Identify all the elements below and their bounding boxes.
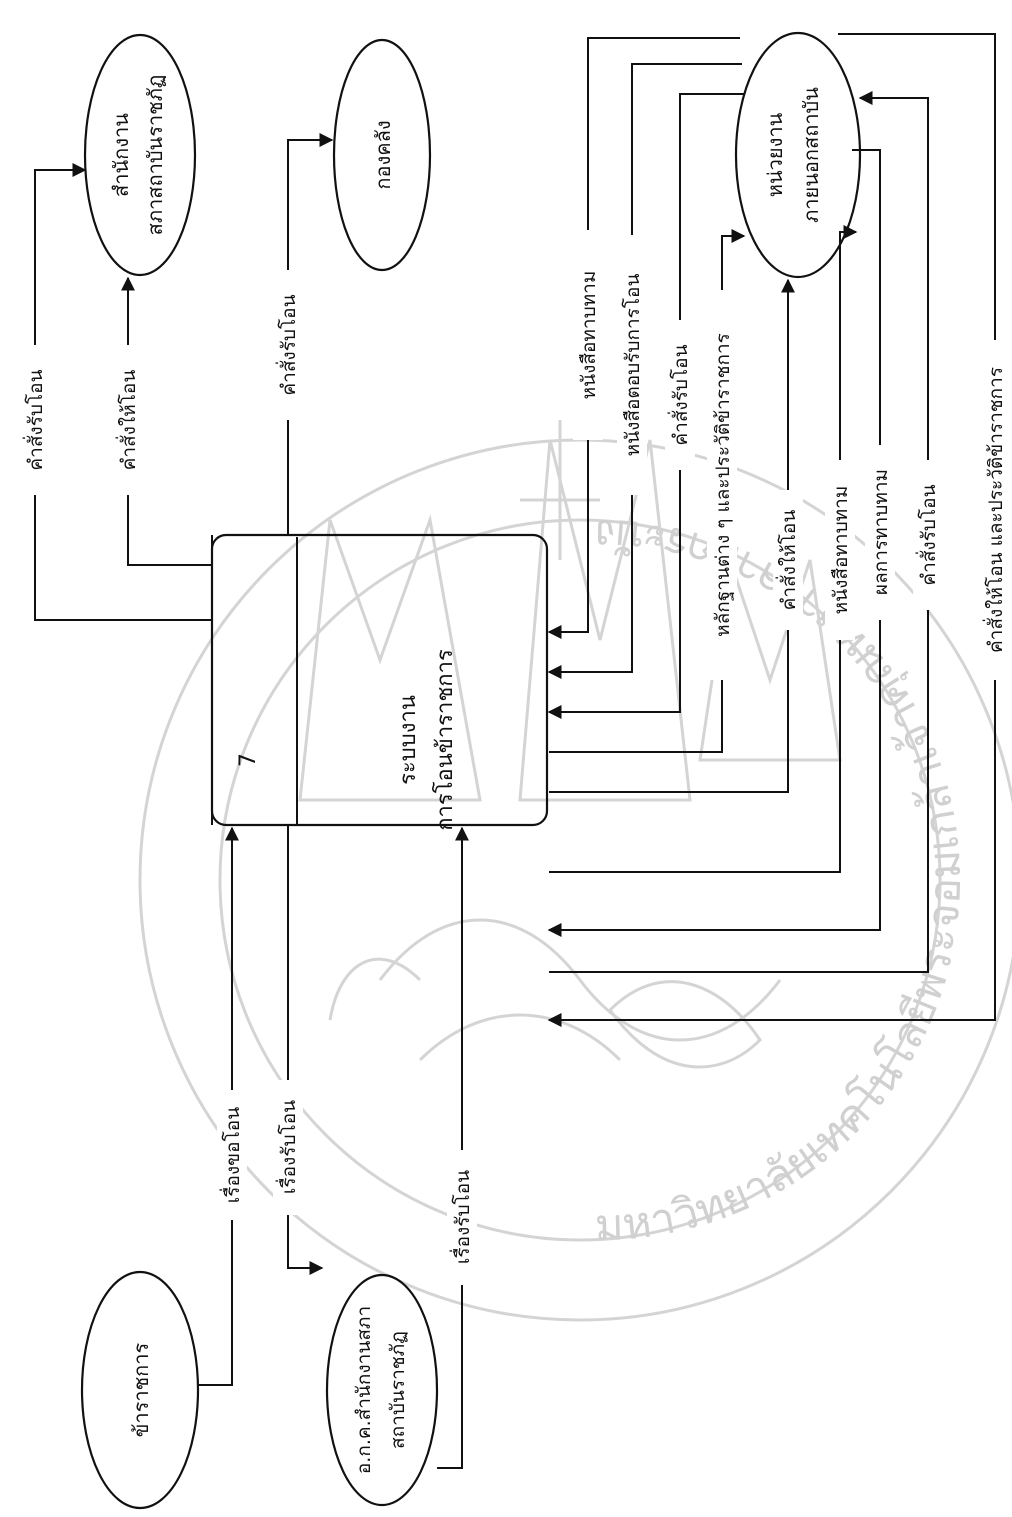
entity-committee: อ.ก.ค.สำนักงานสภา สถาบันราชภัฏ — [327, 1275, 437, 1505]
flow-committee-in: เรื่องรับโอน — [273, 825, 322, 1268]
flow-label-ext-inquiry-2: หนังสือทาบทาม — [830, 486, 852, 615]
process-name-line1: ระบบงาน — [396, 695, 421, 785]
flow-label-ext-reply: หนังสือตอบรับการโอน — [621, 274, 644, 457]
entity-office-line1: สำนักงาน — [109, 113, 133, 197]
entity-officer: ข้าราชการ — [82, 1272, 198, 1508]
flow-label-committee-in: เรื่องรับโอน — [275, 1100, 300, 1194]
flow-finance-receive-order: คำสั่งรับโอน — [273, 140, 332, 535]
entity-finance-label: กองคลัง — [371, 120, 395, 189]
flow-label-ext-receive-2: คำสั่งรับโอน — [915, 484, 940, 585]
flow-label-committee-out: เรื่องรับโอน — [449, 1170, 474, 1264]
entity-office-line2: สภาสถาบันราชภัฏ — [143, 75, 167, 236]
entity-officer-label: ข้าราชการ — [129, 1342, 153, 1437]
flow-label-finance-receive: คำสั่งรับโอน — [275, 294, 300, 395]
process-name-line2: การโอนข้าราชการ — [432, 649, 458, 831]
entity-committee-line1: อ.ก.ค.สำนักงานสภา — [353, 1306, 375, 1474]
entity-finance: กองคลัง — [334, 40, 430, 270]
flow-label-ext-receive: คำสั่งรับโอน — [667, 344, 692, 445]
flow-label-ext-inquiry: หนังสือทาบทาม — [578, 271, 600, 400]
flow-label-ext-evidence: หลักฐานต่าง ๆ และประวัติข้าราชการ — [712, 333, 734, 637]
flow-office-transfer-order: คำสั่งให้โอน — [113, 278, 212, 565]
flow-label-ext-result: ผลการทาบทาม — [870, 469, 892, 595]
flow-label-office-transfer: คำสั่งให้โอน — [115, 370, 140, 471]
entity-external-line1: หน่วยงาน — [763, 112, 787, 197]
entity-office: สำนักงาน สภาสถาบันราชภัฏ — [85, 35, 195, 275]
process-number: 7 — [236, 753, 261, 767]
flow-label-ext-transfer: คำสั่งให้โอน — [775, 510, 800, 611]
flow-label-ext-order-history: คำสั่งให้โอน และประวัติข้าราชการ — [982, 367, 1007, 653]
process-box — [212, 535, 547, 825]
flow-label-office-receive: คำสั่งรับโอน — [22, 369, 47, 470]
entity-external-agency: หน่วยงาน ภายนอกสถาบัน — [736, 33, 860, 277]
flow-label-officer-request: เรื่องขอโอน — [219, 1107, 244, 1203]
entity-committee-line2: สถาบันราชภัฏ — [387, 1331, 409, 1449]
entity-external-line2: ภายนอกสถาบัน — [799, 87, 823, 223]
